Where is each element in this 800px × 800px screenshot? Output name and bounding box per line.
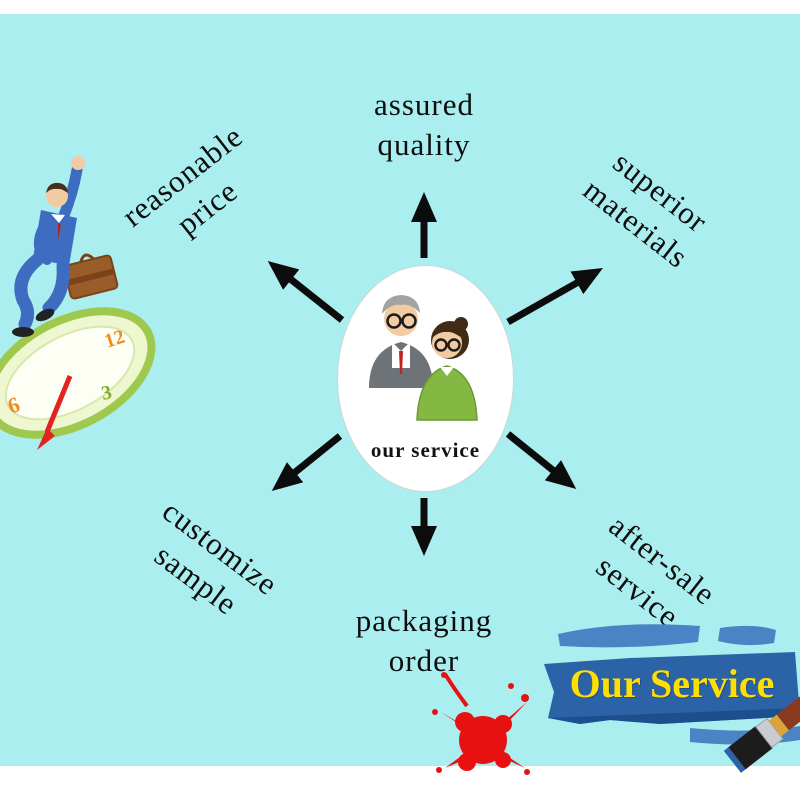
- jumping-businessman-clock-illustration: 12 3 6: [0, 156, 156, 450]
- center-label: our service: [370, 438, 481, 462]
- banner-title: Our Service: [569, 661, 775, 706]
- paintbrush-icon: [723, 679, 800, 773]
- label-line: packaging: [355, 603, 493, 638]
- business-people-icon: [369, 295, 478, 421]
- label-line: order: [388, 643, 460, 678]
- clock-number-3: 3: [99, 381, 113, 405]
- label-packaging-order: packaging order: [307, 601, 541, 681]
- clock-hand: [37, 428, 55, 450]
- businessman-figure: [12, 156, 119, 337]
- label-line: quality: [377, 127, 471, 162]
- center-ellipse: our service: [337, 265, 514, 492]
- label-line: assured: [374, 87, 474, 122]
- blue-brush-stroke: [544, 624, 800, 773]
- red-paint-splat-icon: [432, 672, 530, 775]
- our-service-banner: Our Service: [540, 612, 800, 800]
- label-assured-quality: assured quality: [307, 85, 541, 165]
